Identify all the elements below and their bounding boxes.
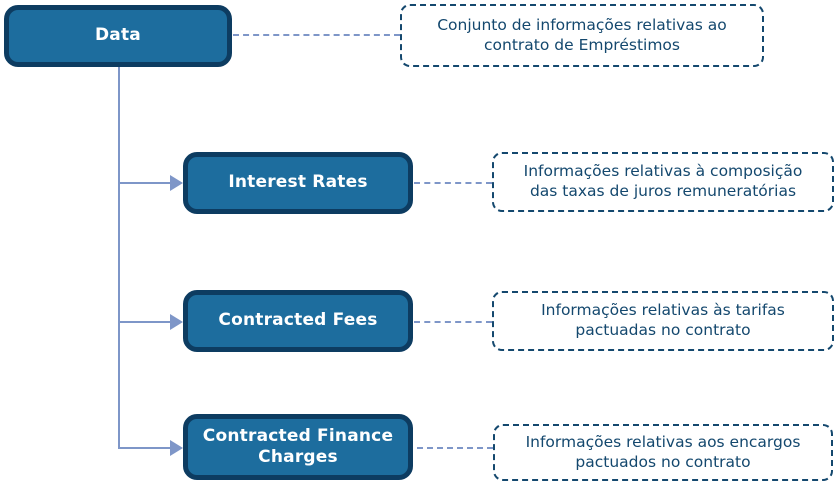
- branch-line: [119, 447, 171, 449]
- arrow-right-icon: [170, 175, 183, 191]
- dashed-connector: [414, 182, 492, 184]
- note-line: Informações relativas à composição: [523, 162, 803, 181]
- note-line: Informações relativas às tarifas: [541, 301, 785, 320]
- branch-line: [119, 321, 171, 323]
- note-data-description[interactable]: Conjunto de informações relativas ao con…: [400, 4, 764, 67]
- note-line: pactuados no contrato: [575, 452, 751, 471]
- dashed-connector: [417, 447, 493, 449]
- node-interest-rates[interactable]: Interest Rates: [183, 152, 413, 214]
- arrow-right-icon: [170, 440, 183, 456]
- node-data[interactable]: Data: [4, 5, 232, 67]
- note-interest-rates-description[interactable]: Informações relativas à composição das t…: [492, 152, 834, 212]
- tree-trunk-line: [118, 67, 120, 449]
- node-contracted-fees[interactable]: Contracted Fees: [183, 290, 413, 352]
- dashed-connector: [233, 34, 400, 36]
- dashed-connector: [414, 321, 492, 323]
- note-contracted-finance-charges-description[interactable]: Informações relativas aos encargos pactu…: [493, 424, 833, 481]
- note-line: Conjunto de informações relativas ao: [437, 15, 727, 34]
- note-line: pactuadas no contrato: [575, 321, 751, 339]
- node-contracted-finance-charges[interactable]: Contracted Finance Charges: [183, 414, 413, 480]
- note-line: contrato de Empréstimos: [484, 35, 680, 54]
- note-contracted-fees-description[interactable]: Informações relativas às tarifas pactuad…: [492, 291, 834, 351]
- note-line: Informações relativas aos encargos: [525, 432, 801, 451]
- note-line: das taxas de juros remuneratórias: [529, 182, 797, 200]
- arrow-right-icon: [170, 314, 183, 330]
- branch-line: [119, 182, 171, 184]
